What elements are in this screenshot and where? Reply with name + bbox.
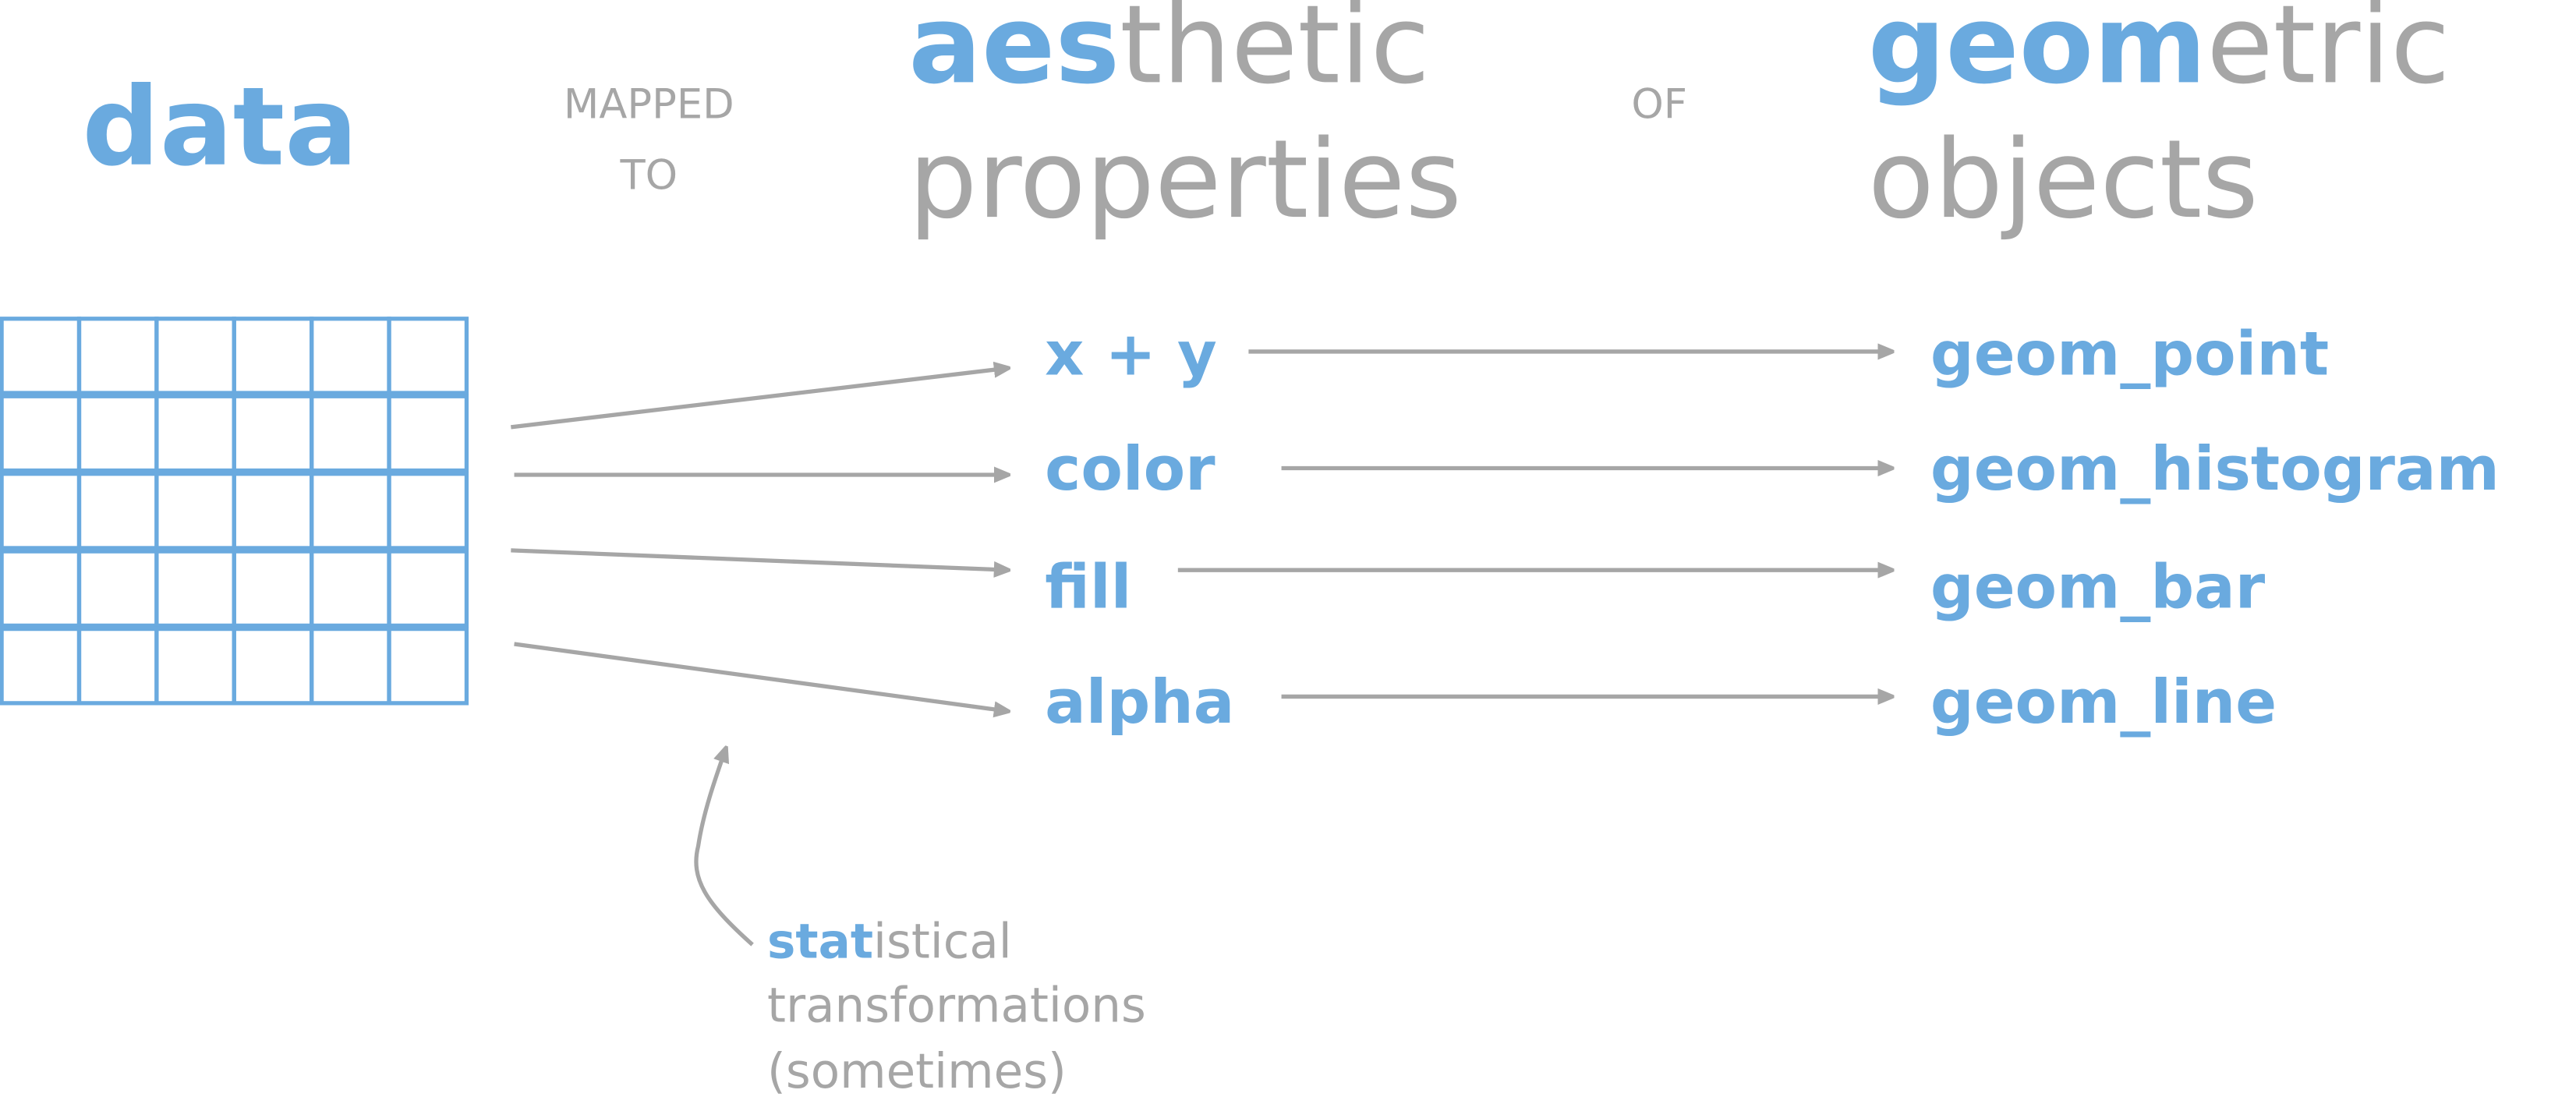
grid-cell: [310, 549, 391, 628]
grid-cell: [0, 472, 82, 550]
grid-cell: [232, 549, 314, 628]
grid-cell: [232, 472, 314, 550]
geom-point-label: geom_point: [1930, 319, 2329, 389]
grid-cell: [0, 317, 82, 395]
geom-histogram-label: geom_histogram: [1930, 434, 2500, 504]
aes-rest: thetic: [1120, 0, 1430, 108]
grid-cell: [310, 317, 391, 395]
stat-note-line3: (sometimes): [767, 1044, 1067, 1099]
grid-cell: [310, 626, 391, 706]
grid-cell: [0, 549, 82, 628]
grid-cell: [310, 472, 391, 550]
geom-bar-label: geom_bar: [1930, 553, 2266, 623]
grid-cell: [232, 317, 314, 395]
grid-cell: [154, 394, 236, 473]
stat-rest: istical: [873, 914, 1012, 969]
aes-fill: fill: [1045, 553, 1131, 623]
properties-heading: properties: [908, 116, 1462, 242]
arrow-data-to-xy: [511, 368, 1008, 430]
stat-note-line1: statistical: [767, 914, 1012, 969]
grid-cell: [0, 394, 82, 473]
to-label: TO: [620, 151, 678, 199]
arrow-data-to-fill: [511, 548, 1008, 570]
grid-cell: [387, 472, 469, 550]
grid-cell: [387, 626, 469, 706]
grid-cell: [0, 626, 82, 706]
grid-cell: [310, 394, 391, 473]
geom-rest: etric: [2206, 0, 2450, 108]
stat-curved-arrow: [694, 748, 754, 947]
data-heading: data: [82, 64, 358, 190]
grid-cell: [232, 394, 314, 473]
aes-xy: x + y: [1045, 319, 1217, 389]
geom-highlight: geom: [1868, 0, 2206, 108]
aes-color: color: [1045, 434, 1215, 504]
grid-cell: [76, 472, 159, 550]
data-table-grid: [0, 317, 469, 706]
of-label: OF: [1631, 81, 1687, 129]
grid-cell: [154, 317, 236, 395]
grid-cell: [154, 626, 236, 706]
grid-cell: [387, 549, 469, 628]
geometric-heading: geometric: [1868, 0, 2450, 108]
grid-cell: [387, 317, 469, 395]
stat-highlight: stat: [767, 914, 873, 969]
grid-cell: [76, 394, 159, 473]
grid-cell: [387, 394, 469, 473]
grid-cell: [76, 626, 159, 706]
grid-cell: [76, 549, 159, 628]
grid-cell: [154, 549, 236, 628]
mapped-label: MAPPED: [564, 81, 734, 129]
aes-highlight: aes: [908, 0, 1120, 108]
aes-alpha: alpha: [1045, 667, 1234, 738]
grid-cell: [232, 626, 314, 706]
grid-cell: [76, 317, 159, 395]
arrow-data-to-alpha: [514, 642, 1009, 711]
geom-line-label: geom_line: [1930, 667, 2277, 738]
aesthetic-heading: aesthetic: [908, 0, 1430, 108]
stat-note-line2: transformations: [767, 978, 1146, 1034]
objects-heading: objects: [1868, 116, 2259, 242]
grid-cell: [154, 472, 236, 550]
